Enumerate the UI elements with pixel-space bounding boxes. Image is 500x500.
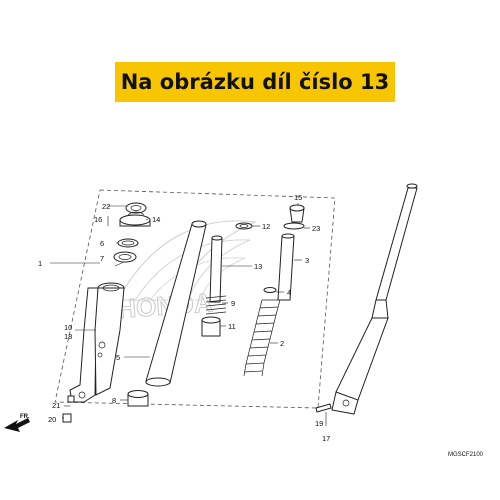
callout-2: 2 bbox=[280, 339, 284, 348]
callout-1: 1 bbox=[38, 259, 42, 268]
callout-8: 8 bbox=[112, 396, 116, 405]
callout-12: 12 bbox=[262, 222, 270, 231]
assembled-fork-part-17 bbox=[315, 183, 418, 415]
callout-23: 23 bbox=[312, 224, 320, 233]
callout-5: 5 bbox=[116, 353, 120, 362]
assembly-frame bbox=[54, 189, 336, 409]
callout-21: 21 bbox=[52, 401, 60, 410]
callout-19: 19 bbox=[315, 419, 323, 428]
leader-lines bbox=[50, 203, 327, 426]
main-spring-part-2 bbox=[243, 299, 281, 377]
damper-tube-part-3 bbox=[263, 204, 305, 301]
callout-11: 11 bbox=[228, 322, 236, 331]
callout-7: 7 bbox=[100, 254, 104, 263]
callout-18: 18 bbox=[64, 332, 72, 341]
callout-9: 9 bbox=[231, 299, 235, 308]
callout-3: 3 bbox=[305, 256, 309, 265]
callout-17: 17 bbox=[322, 434, 330, 443]
bush-part-8 bbox=[127, 390, 149, 407]
small-spring-part-9 bbox=[201, 295, 227, 337]
callout-14: 14 bbox=[152, 215, 160, 224]
callout-6: 6 bbox=[100, 239, 104, 248]
callout-4: 4 bbox=[287, 288, 291, 297]
fork-slider-part-1 bbox=[69, 282, 125, 403]
diagram-code: MGSCF2100 bbox=[448, 452, 484, 458]
banner-title: Na obrázku díl číslo 13 bbox=[120, 70, 390, 94]
direction-label: FR. bbox=[20, 414, 30, 420]
bolt-part-20 bbox=[62, 395, 75, 423]
callout-22: 22 bbox=[102, 202, 110, 211]
callout-15: 15 bbox=[294, 193, 302, 202]
callout-20: 20 bbox=[48, 415, 56, 424]
callout-13: 13 bbox=[254, 262, 262, 271]
spacer-pipe-part-13 bbox=[209, 222, 253, 303]
callout-16: 16 bbox=[94, 215, 102, 224]
callout-10: 10 bbox=[64, 323, 72, 332]
title-banner: Na obrázku díl číslo 13 bbox=[115, 62, 395, 102]
fork-tube-part-5 bbox=[145, 220, 207, 387]
seal-stack bbox=[113, 202, 151, 263]
front-direction-arrow: FR. bbox=[4, 414, 30, 432]
